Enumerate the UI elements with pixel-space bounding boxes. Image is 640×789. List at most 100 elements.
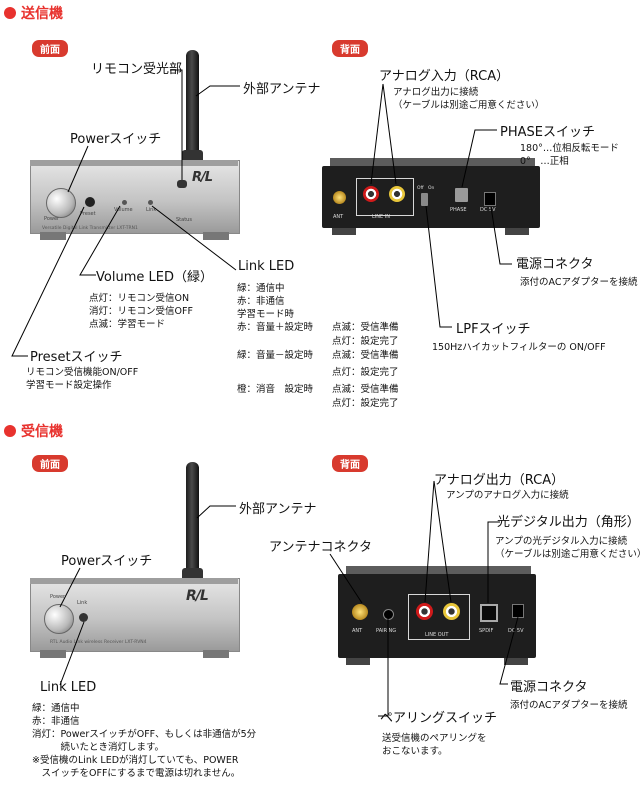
rx-optical-desc-line: （ケーブルは別途ご用意ください） bbox=[495, 549, 640, 560]
transmitter-dc-jack[interactable] bbox=[484, 192, 496, 206]
tx-front-link-text: Link bbox=[146, 207, 157, 213]
transmitter-phase-switch[interactable] bbox=[455, 188, 468, 202]
tx-learn-right: 点灯：設定完了 bbox=[332, 367, 399, 378]
tx-back-phase-text: PHASE bbox=[450, 207, 467, 213]
leader-tx-phase bbox=[461, 129, 497, 188]
leader-tx-preset bbox=[11, 206, 85, 357]
rx-front-model-text: RTL Audio Link wireless Receiver LXT-RVN… bbox=[50, 640, 147, 645]
receiver-top-edge bbox=[30, 578, 238, 584]
transmitter-back-foot-left bbox=[332, 228, 356, 235]
tx-phase-desc-line: 180°…位相反転モード bbox=[520, 143, 619, 154]
receiver-optical-port[interactable] bbox=[480, 604, 498, 622]
leader-tx-dc bbox=[490, 206, 512, 265]
tx-front-power-text: Power bbox=[44, 216, 60, 222]
tx-back-lpf-on-text: On bbox=[428, 186, 435, 191]
receiver-power-knob[interactable] bbox=[44, 604, 74, 634]
rx-note-line: ※受信機のLink LEDが消灯していても、POWER bbox=[32, 755, 239, 766]
leader-tx-power bbox=[67, 145, 89, 193]
bullet-dot-icon bbox=[4, 7, 16, 19]
rx-pairing-desc-line: 送受信機のペアリングを bbox=[382, 733, 487, 744]
tx-learn-right: 点灯：設定完了 bbox=[332, 398, 399, 409]
receiver-back-top bbox=[346, 566, 531, 576]
leader-remote-receiver bbox=[170, 69, 183, 180]
ral-logo-icon: R/L bbox=[186, 588, 209, 604]
rx-analog-output-label: アナログ出力（RCA） bbox=[434, 473, 565, 488]
rx-front-link-text: Link bbox=[77, 600, 88, 606]
tx-phase-desc-line: 0° …正相 bbox=[520, 156, 569, 167]
receiver-rca-right-jack[interactable] bbox=[443, 603, 460, 620]
rx-optical-output-label: 光デジタル出力（角形） bbox=[497, 515, 640, 530]
rx-pairing-desc: 送受信機のペアリングを おこないます。 bbox=[382, 732, 487, 758]
tx-learn-left: 赤：音量＋設定時 bbox=[237, 322, 314, 333]
transmitter-section-title: 送信機 bbox=[4, 3, 63, 23]
leader-rx-analog-right bbox=[433, 480, 452, 603]
ral-logo-icon: R/L bbox=[192, 170, 213, 185]
transmitter-link-led bbox=[148, 200, 153, 205]
rx-note-line: スイッチをOFFにするまで電源は切れません。 bbox=[32, 768, 241, 779]
leader-tx-link bbox=[151, 205, 237, 271]
transmitter-back-badge: 背面 bbox=[332, 40, 368, 57]
rx-off-desc-line: 続いたとき消灯します。 bbox=[32, 742, 165, 753]
rx-link-led-desc: 緑：通信中 赤：非通信 消灯：PowerスイッチがOFF、もしくは非通信が5分 … bbox=[32, 702, 256, 780]
rx-power-connector-desc: 添付のACアダプターを接続 bbox=[510, 700, 628, 711]
tx-volume-desc-line: 点灯：リモコン受信ON bbox=[89, 293, 190, 304]
tx-front-volume-text: Volume bbox=[114, 207, 133, 213]
transmitter-rca-left-jack[interactable] bbox=[363, 186, 379, 202]
tx-link-led-label: Link LED bbox=[238, 259, 295, 274]
rx-front-power-text: Power bbox=[50, 594, 66, 600]
transmitter-back-top bbox=[330, 158, 535, 168]
rx-optical-output-desc: アンプの光デジタル入力に接続 （ケーブルは別途ご用意ください） bbox=[495, 535, 640, 561]
transmitter-power-knob[interactable] bbox=[46, 188, 76, 218]
transmitter-top-edge bbox=[30, 160, 238, 166]
rx-off-desc-line: 消灯：PowerスイッチがOFF、もしくは非通信が5分 bbox=[32, 729, 257, 740]
tx-analog-desc-line: （ケーブルは別途ご用意ください） bbox=[393, 100, 545, 111]
receiver-back-badge: 背面 bbox=[332, 455, 368, 472]
tx-phase-switch-label: PHASEスイッチ bbox=[500, 125, 595, 140]
leader-rx-link bbox=[59, 621, 85, 686]
receiver-section-title: 受信機 bbox=[4, 421, 63, 441]
tx-analog-desc-line: アナログ出力に接続 bbox=[393, 87, 479, 98]
tx-analog-input-desc: アナログ出力に接続 （ケーブルは別途ご用意ください） bbox=[393, 86, 544, 112]
tx-back-line-in-text: LINE IN bbox=[372, 214, 390, 220]
tx-learn-row: 赤：音量＋設定時点滅：受信準備 bbox=[237, 321, 437, 335]
tx-learn-row: 緑：音量－設定時 点滅：受信準備 bbox=[237, 349, 437, 366]
tx-phase-desc: 180°…位相反転モード 0° …正相 bbox=[520, 142, 619, 168]
tx-link-desc-line: 赤：非通信 bbox=[237, 296, 285, 307]
tx-lpf-desc: 150Hzハイカットフィルターの ON/OFF bbox=[432, 342, 606, 353]
leader-rx-optical bbox=[487, 521, 500, 603]
tx-front-model-text: Versatile Digital Link Transmitter LXT-T… bbox=[42, 226, 138, 231]
leader-rx-power bbox=[59, 567, 81, 608]
tx-learn-right: 点滅：受信準備 bbox=[332, 350, 399, 361]
tx-learn-right: 点灯：設定完了 bbox=[332, 336, 399, 347]
leader-rx-analog-left bbox=[424, 480, 435, 603]
rx-back-dc-text: DC 5V bbox=[508, 628, 524, 634]
rx-antenna-connector-label: アンテナコネクタ bbox=[269, 540, 372, 555]
receiver-back-foot-right bbox=[504, 658, 528, 665]
rx-back-ant-text: ANT bbox=[352, 628, 363, 634]
rx-link-desc-line: 緑：通信中 bbox=[32, 703, 80, 714]
rx-back-line-out-text: LINE OUT bbox=[425, 632, 449, 638]
tx-link-desc-line: 緑：通信中 bbox=[237, 283, 285, 294]
tx-learn-left: 緑：音量－設定時 bbox=[237, 350, 314, 361]
tx-link-desc-line: 学習モード時 bbox=[237, 309, 295, 320]
tx-learn-left: 橙：消音 設定時 bbox=[237, 384, 314, 395]
receiver-foot-left bbox=[40, 650, 66, 658]
receiver-line-out-box bbox=[408, 594, 470, 640]
transmitter-ant-connector[interactable] bbox=[333, 191, 346, 204]
rx-antenna-label: 外部アンテナ bbox=[239, 502, 317, 517]
transmitter-preset-button[interactable] bbox=[85, 197, 95, 207]
receiver-ant-connector[interactable] bbox=[352, 604, 368, 620]
transmitter-antenna-illustration bbox=[186, 50, 199, 175]
tx-preset-desc-line: 学習モード設定操作 bbox=[26, 380, 112, 391]
transmitter-back-panel bbox=[322, 166, 540, 228]
receiver-rca-left-jack[interactable] bbox=[416, 603, 433, 620]
tx-learn-right: 点滅：受信準備 bbox=[332, 384, 399, 395]
receiver-foot-right bbox=[203, 650, 229, 658]
tx-learn-row: 橙：消音 設定時 点滅：受信準備 bbox=[237, 383, 437, 397]
transmitter-lpf-switch[interactable] bbox=[421, 193, 428, 206]
leader-rx-pairing bbox=[378, 618, 389, 717]
tx-learn-mode-table: 赤：音量＋設定時点滅：受信準備 点灯：設定完了 緑：音量－設定時点滅：受信準備 … bbox=[237, 321, 437, 411]
transmitter-rca-right-jack[interactable] bbox=[389, 186, 405, 202]
tx-power-connector-label: 電源コネクタ bbox=[516, 257, 594, 272]
tx-back-ant-text: ANT bbox=[333, 214, 344, 220]
